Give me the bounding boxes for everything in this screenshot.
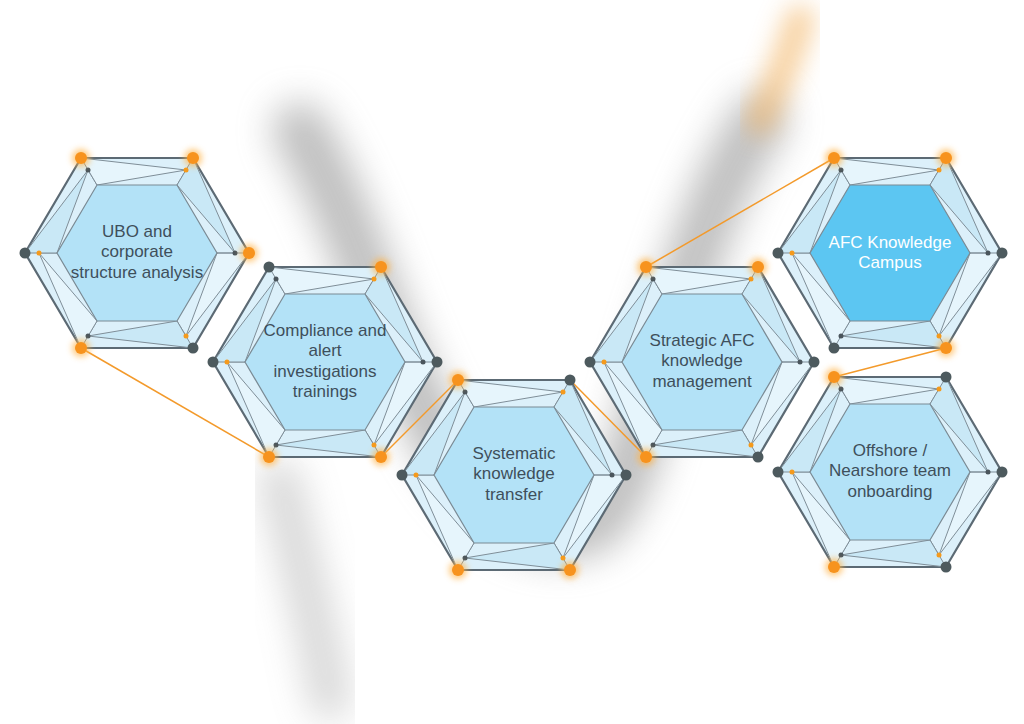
hexagon-node: UBO and corporate structure analysis — [22, 155, 252, 351]
node-label: UBO and corporate structure analysis — [69, 222, 205, 283]
node-label: Offshore / Nearshore team onboarding — [822, 441, 958, 502]
connector-line — [834, 348, 946, 377]
hexagon-node: Compliance and alert investigations trai… — [210, 264, 440, 460]
hexagon-node: Systematic knowledge transfer — [399, 377, 629, 573]
node-label: AFC Knowledge Campus — [822, 233, 958, 274]
node-label: Compliance and alert investigations trai… — [257, 321, 393, 403]
node-label: Strategic AFC knowledge management — [634, 331, 770, 392]
hexagon-node: Strategic AFC knowledge management — [587, 264, 817, 460]
node-label: Systematic knowledge transfer — [446, 444, 582, 505]
hexagon-node: AFC Knowledge Campus — [775, 155, 1005, 351]
hexagon-node: Offshore / Nearshore team onboarding — [775, 374, 1005, 570]
